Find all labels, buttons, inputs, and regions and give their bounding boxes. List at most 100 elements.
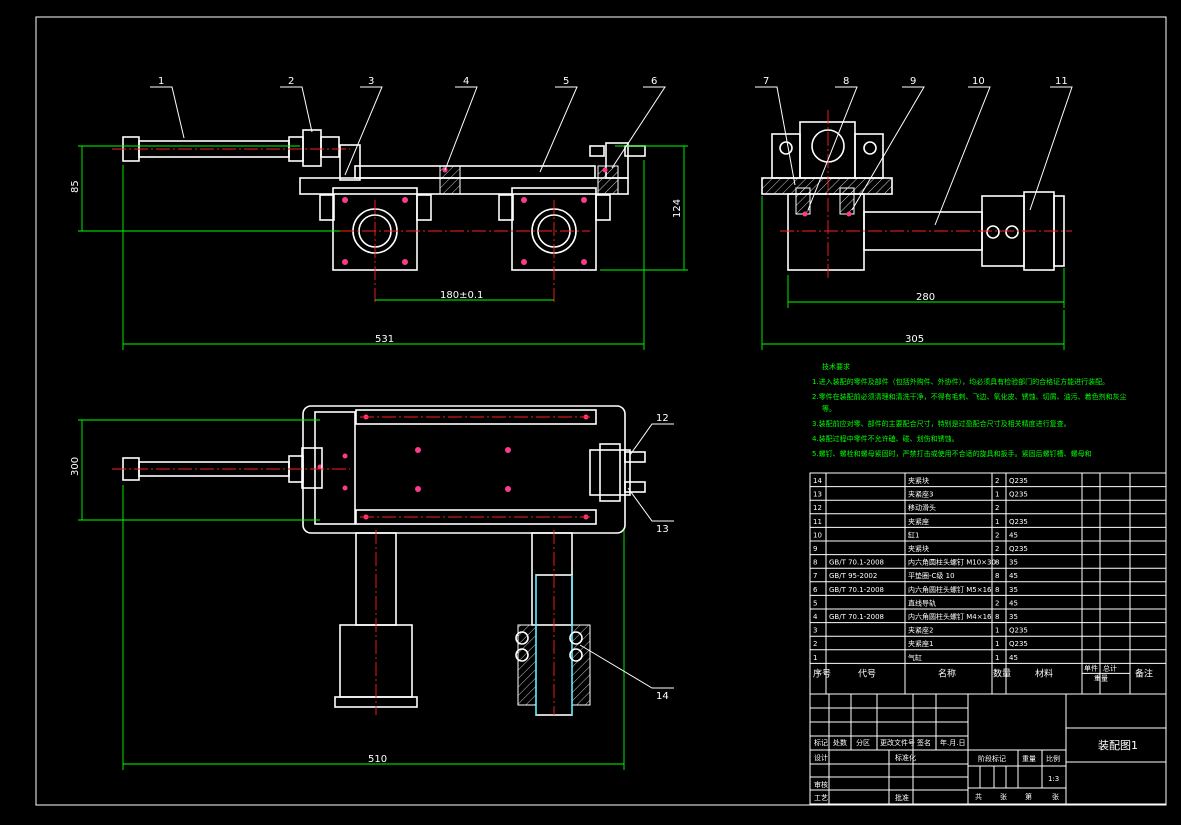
bom-cell-no: 8 <box>813 559 817 567</box>
bom-cell-mat: Q235 <box>1009 491 1028 499</box>
tb-process: 工艺 <box>814 794 828 802</box>
bom-cell-mat: Q235 <box>1009 545 1028 553</box>
bom-cell-name: 夹紧座1 <box>908 639 933 648</box>
bom-cell-code: GB/T 95-2002 <box>829 572 877 580</box>
bom-cell-mat: 45 <box>1009 531 1018 539</box>
balloon-4: 4 <box>463 76 469 87</box>
bom-header-cell: 名称 <box>938 667 956 679</box>
balloon-3: 3 <box>368 76 374 87</box>
tb-date: 年.月.日 <box>940 738 965 747</box>
bom-cell-code: GB/T 70.1-2008 <box>829 559 884 567</box>
bom-header-weight: 重量 <box>1094 674 1108 682</box>
bom-cell-no: 4 <box>813 613 818 621</box>
bom-cell-qty: 1 <box>995 640 999 648</box>
bom-cell-qty: 8 <box>995 586 999 594</box>
notes-line-1: 1.进入装配的零件及部件（包括外购件、外协件），均必须具有检验部门的合格证方能进… <box>812 377 1109 386</box>
tb-review: 审核 <box>814 780 828 789</box>
title-block: 标记 处数 分区 更改文件号 签名 年.月.日 设计 标准化 审核 工艺 批准 … <box>809 693 1167 805</box>
balloon-1: 1 <box>158 76 164 87</box>
bom-cell-qty: 2 <box>995 599 999 607</box>
tb-count: 处数 <box>833 738 847 747</box>
technical-requirements: 技术要求 1.进入装配的零件及部件（包括外购件、外协件），均必须具有检验部门的合… <box>812 362 1127 458</box>
bom-cell-mat: 45 <box>1009 572 1018 580</box>
balloon-2: 2 <box>288 76 294 87</box>
bom-cell-no: 1 <box>813 654 817 662</box>
bom-cell-name: 夹紧块 <box>908 476 929 485</box>
dim-front-height: 85 <box>70 180 81 193</box>
bom-cell-mat: 45 <box>1009 654 1018 662</box>
bom-cell-name: 夹紧座2 <box>908 626 933 635</box>
bom-cell-name: 缸1 <box>908 530 919 539</box>
bom-cell-name: 气缸 <box>908 653 922 662</box>
balloon-10: 10 <box>972 76 985 87</box>
tb-scale-value: 1:3 <box>1048 775 1059 783</box>
balloon-8: 8 <box>843 76 849 87</box>
bom-cell-name: 内六角圆柱头螺钉 M4×16 <box>908 612 992 621</box>
bom-cell-mat: 35 <box>1009 586 1018 594</box>
bom-cell-mat: 35 <box>1009 559 1018 567</box>
bom-cell-no: 9 <box>813 545 817 553</box>
notes-line-5: 4.装配过程中零件不允许磕、碰、划伤和锈蚀。 <box>812 434 959 443</box>
balloon-13: 13 <box>656 524 669 535</box>
bom-header-cell: 代号 <box>858 668 876 679</box>
side-view: 280 305 <box>761 110 1072 350</box>
tb-design: 设计 <box>814 753 828 762</box>
tb-std: 标准化 <box>895 753 916 762</box>
balloon-11: 11 <box>1055 76 1068 87</box>
dim-top-total: 510 <box>368 754 387 765</box>
bom-header-weight: 总计 <box>1103 663 1117 672</box>
bom-cell-no: 5 <box>813 599 817 607</box>
balloon-6: 6 <box>651 76 657 87</box>
bom-cell-mat: Q235 <box>1009 518 1028 526</box>
tb-approve: 批准 <box>895 793 909 802</box>
bom-cell-qty: 8 <box>995 572 999 580</box>
tb-sheet-unit2: 张 <box>1052 792 1059 801</box>
bom-cell-name: 移动滑头 <box>908 503 936 512</box>
bom-cell-code: GB/T 70.1-2008 <box>829 586 884 594</box>
tb-sheet-total: 共 <box>975 792 982 801</box>
tb-scale: 比例 <box>1046 754 1060 763</box>
bom-cell-mat: Q235 <box>1009 627 1028 635</box>
bom-cell-qty: 2 <box>995 545 999 553</box>
drawing-frame <box>35 16 1167 806</box>
bom-cell-qty: 1 <box>995 654 999 662</box>
bom-header-cell: 材料 <box>1035 667 1053 679</box>
balloon-14: 14 <box>656 691 669 702</box>
dim-front-total: 531 <box>375 334 394 345</box>
balloon-leaders <box>150 86 1073 689</box>
notes-line-6: 5.螺钉、螺栓和螺母紧固时，严禁打击或使用不合适的旋具和扳手。紧固后螺钉槽、螺母… <box>812 449 1092 458</box>
tb-sheet-no: 第 <box>1025 792 1032 801</box>
notes-line-2: 2.零件在装配前必须清理和清洗干净，不得有毛刺、飞边、氧化皮、锈蚀、切屑、油污、… <box>812 392 1127 401</box>
bom-cell-no: 11 <box>813 518 822 526</box>
tb-mark: 标记 <box>814 738 828 747</box>
dim-top-height: 300 <box>70 457 81 476</box>
bom-cell-name: 夹紧座 <box>908 517 929 526</box>
bom-cell-qty: 1 <box>995 491 999 499</box>
bom-cell-no: 3 <box>813 627 817 635</box>
bom-cell-qty: 8 <box>995 559 999 567</box>
balloon-7: 7 <box>763 76 769 87</box>
balloon-5: 5 <box>563 76 569 87</box>
dim-side-total: 305 <box>905 334 924 345</box>
bom-cell-no: 10 <box>813 531 822 539</box>
dim-front-center-distance: 180±0.1 <box>440 290 483 301</box>
linear-guide <box>354 165 596 179</box>
bom-cell-name: 内六角圆柱头螺钉 M10×30 <box>908 558 996 567</box>
bom-cell-qty: 1 <box>995 518 999 526</box>
bom-cell-qty: 1 <box>995 627 999 635</box>
bom-cell-qty: 2 <box>995 477 999 485</box>
notes-line-4: 3.装配前应对零、部件的主要配合尺寸，特别是过盈配合尺寸及相关精度进行复查。 <box>812 419 1071 428</box>
bom-cell-mat: Q235 <box>1009 477 1028 485</box>
front-view: 85 124 180±0.1 531 <box>70 129 688 350</box>
bom-cell-name: 夹紧块 <box>908 544 929 553</box>
bom-cell-name: 平垫圈-C级 10 <box>908 571 955 580</box>
dim-side-width: 280 <box>916 292 935 303</box>
tb-sheet-unit1: 张 <box>1000 792 1007 801</box>
bom-header-weight: 单件 <box>1084 663 1098 672</box>
bom-cell-name: 内六角圆柱头螺钉 M5×16 <box>908 585 992 594</box>
bom-cell-qty: 8 <box>995 613 999 621</box>
drawing-name: 装配图1 <box>1098 739 1138 752</box>
bom-cell-name: 直线导轨 <box>908 598 936 607</box>
